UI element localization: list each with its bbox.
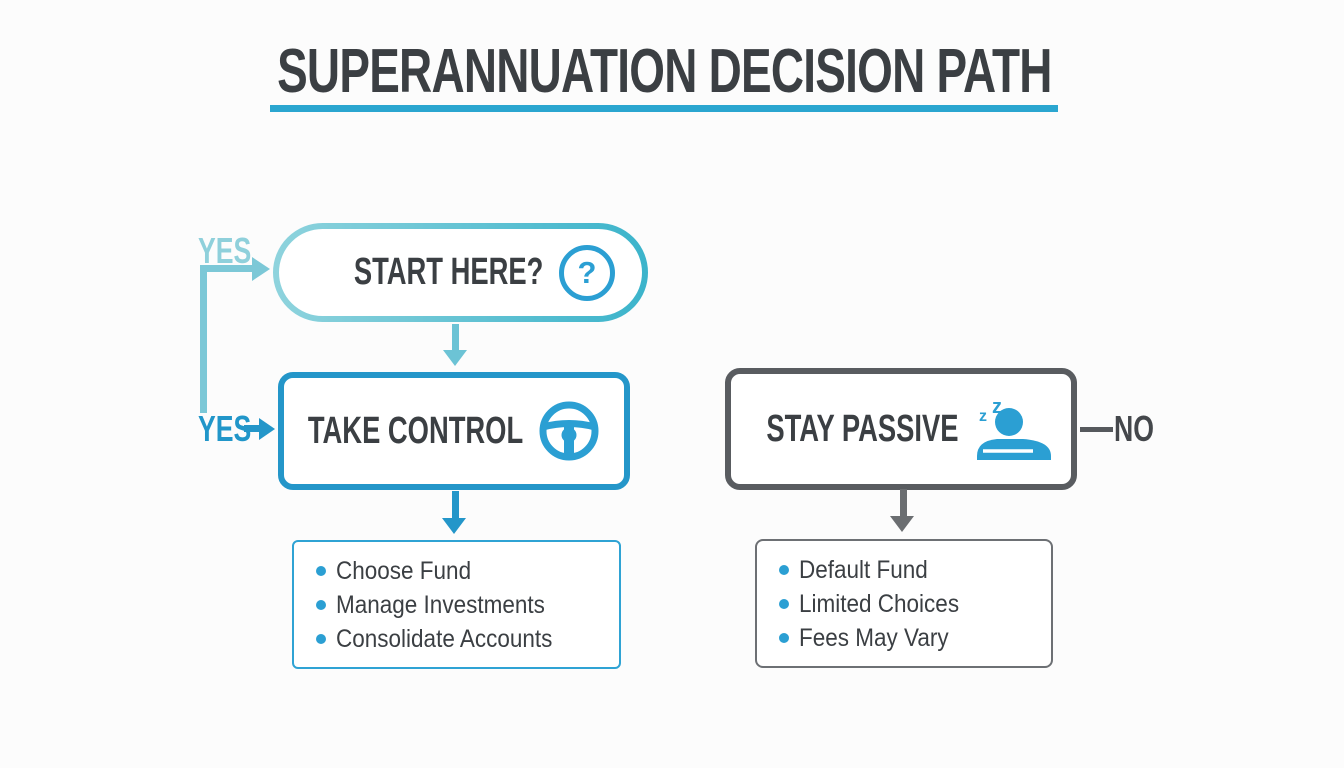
no-label: NO bbox=[1114, 408, 1154, 449]
steering-wheel-icon bbox=[539, 401, 598, 461]
stay-passive-label: STAY PASSIVE bbox=[766, 407, 959, 450]
arrow-take-control-to-details-head-icon bbox=[442, 518, 466, 534]
yes-connector-horizontal bbox=[200, 265, 252, 272]
sleep-z-small: z bbox=[979, 408, 987, 425]
question-mark-icon: ? bbox=[559, 244, 615, 301]
yes-bottom-label: YES bbox=[198, 408, 252, 449]
arrow-start-to-take-control-head-icon bbox=[443, 350, 467, 366]
list-item: Limited Choices bbox=[779, 587, 1051, 621]
no-connector-line bbox=[1080, 427, 1113, 432]
stay-passive-details-list: Default Fund Limited Choices Fees May Va… bbox=[755, 539, 1053, 668]
yes-arrow-shaft bbox=[244, 425, 261, 432]
bullet-icon bbox=[316, 566, 326, 576]
arrow-stay-passive-to-details-shaft bbox=[900, 489, 907, 517]
sleeping-person-icon: z z bbox=[977, 396, 1051, 460]
yes-connector-vertical bbox=[200, 265, 207, 413]
list-item: Default Fund bbox=[779, 553, 1051, 587]
list-item-label: Fees May Vary bbox=[799, 623, 949, 652]
take-control-label: TAKE CONTROL bbox=[308, 409, 524, 452]
bullet-icon bbox=[779, 565, 789, 575]
list-item: Manage Investments bbox=[316, 588, 619, 622]
page-title-text: SUPERANNUATION DECISION PATH bbox=[276, 37, 1052, 106]
list-item-label: Consolidate Accounts bbox=[336, 624, 553, 653]
arrow-take-control-to-details-shaft bbox=[452, 491, 459, 519]
take-control-details-list: Choose Fund Manage Investments Consolida… bbox=[292, 540, 621, 669]
yes-connector-arrowhead-icon bbox=[252, 257, 270, 281]
start-node: START HERE? ? bbox=[273, 223, 648, 322]
list-item-label: Manage Investments bbox=[336, 590, 545, 619]
title-underline bbox=[270, 105, 1058, 112]
start-node-border bbox=[273, 223, 648, 322]
list-item-label: Default Fund bbox=[799, 555, 928, 584]
yes-arrow-head-icon bbox=[259, 418, 275, 440]
list-item-label: Limited Choices bbox=[799, 589, 960, 618]
page-title: SUPERANNUATION DECISION PATH bbox=[270, 36, 1058, 107]
stay-passive-node: STAY PASSIVE z z bbox=[725, 368, 1077, 490]
arrow-stay-passive-to-details-head-icon bbox=[890, 516, 914, 532]
bullet-icon bbox=[316, 600, 326, 610]
sleep-z-large: z bbox=[992, 396, 1002, 418]
list-item: Choose Fund bbox=[316, 554, 619, 588]
question-mark-glyph: ? bbox=[577, 254, 597, 290]
arrow-start-to-take-control-shaft bbox=[452, 324, 459, 351]
start-node-label: START HERE? bbox=[354, 251, 544, 293]
bullet-icon bbox=[779, 599, 789, 609]
list-item: Fees May Vary bbox=[779, 621, 1051, 655]
take-control-node: TAKE CONTROL bbox=[278, 372, 630, 490]
bullet-icon bbox=[316, 634, 326, 644]
yes-top-label: YES bbox=[198, 230, 252, 271]
list-item-label: Choose Fund bbox=[336, 556, 472, 585]
bullet-icon bbox=[779, 633, 789, 643]
list-item: Consolidate Accounts bbox=[316, 622, 619, 656]
